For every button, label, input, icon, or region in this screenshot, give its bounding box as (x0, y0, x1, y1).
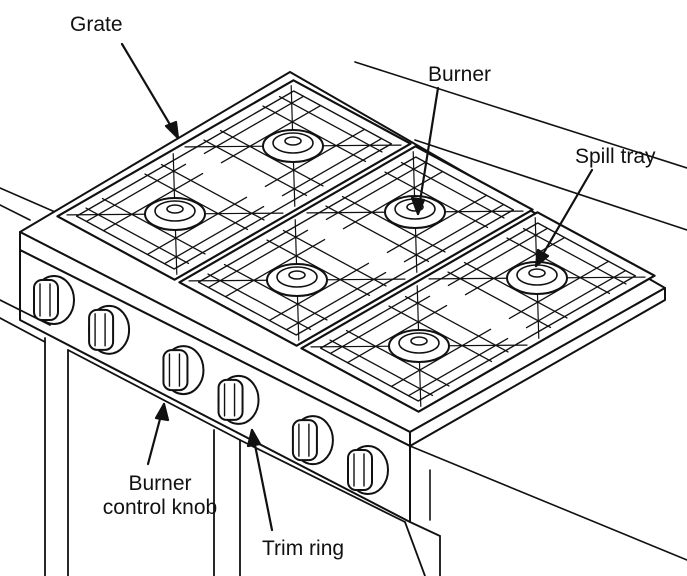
grate-arrow (120, 42, 180, 140)
burner (506, 261, 568, 295)
burner (262, 129, 324, 163)
grate-panel (56, 79, 412, 281)
back-wall (0, 61, 687, 231)
spill-tray-arrow (534, 168, 594, 268)
grate-label: Grate (70, 13, 123, 36)
grate-panel (178, 145, 534, 347)
burner (266, 263, 328, 297)
burner-control-knob (33, 275, 75, 325)
burner-control-knob (162, 345, 205, 396)
burner (384, 195, 446, 229)
trim-ring-label: Trim ring (262, 537, 345, 560)
knob-label-line-2: control knob (102, 496, 218, 519)
burner-control-knob (88, 304, 131, 355)
burner-label: Burner (428, 63, 492, 86)
trim-ring-arrow (250, 428, 274, 532)
callout-arrows (120, 42, 594, 532)
spill-tray-label: Spill tray (575, 145, 656, 168)
burners (144, 129, 568, 363)
burner-arrow (416, 86, 440, 216)
burner-control-knob (347, 445, 389, 495)
burner-control-knob (291, 415, 334, 466)
control-knobs (33, 275, 389, 495)
burner-control-knob-label: Burner control knob (90, 472, 230, 520)
knob-label-line-1: Burner (128, 472, 192, 495)
burner-control-knob (217, 374, 260, 425)
burner (388, 329, 450, 363)
burner (144, 197, 206, 231)
